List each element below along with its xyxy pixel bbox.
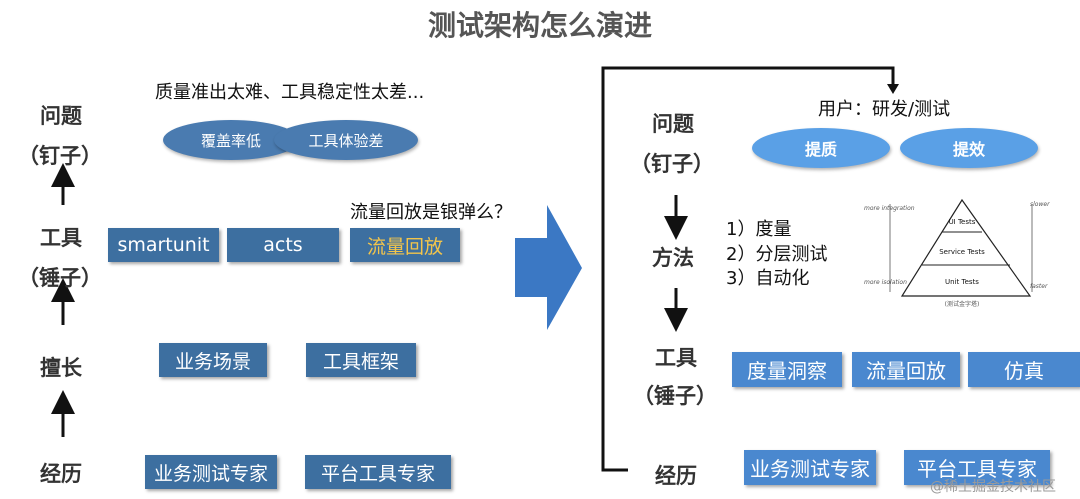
tool-box-smartunit: smartunit (108, 228, 219, 262)
watermark: @稀土掘金技术社区 (930, 479, 1056, 495)
experience-box-platform-expert: 平台工具专家 (305, 455, 451, 489)
left-strength-label: 擅长 (40, 356, 82, 380)
right-method-label: 方法 (652, 246, 694, 270)
strength-box-framework: 工具框架 (306, 343, 416, 377)
pyramid-level-service: Service Tests (939, 248, 985, 256)
bracket-line (601, 66, 895, 472)
right-hammer-label: （锤子） (633, 384, 717, 408)
right-experience-label: 经历 (655, 464, 697, 488)
pyramid-level-ui: UI Tests (949, 218, 976, 226)
left-question: 流量回放是银弹么？ (350, 202, 512, 223)
right-nail-label: （钉子） (630, 152, 714, 176)
experience-box-business-expert: 业务测试专家 (145, 455, 277, 489)
ellipse-efficiency: 提效 (900, 128, 1038, 168)
method-item-automation: 3）自动化 (726, 268, 810, 289)
page-title: 测试架构怎么演进 (427, 9, 652, 42)
pyramid-label-more-isolation: more isolation (864, 279, 907, 286)
pyramid-level-unit: Unit Tests (945, 278, 979, 286)
big-transition-arrow (515, 205, 582, 330)
left-problem-label: 问题 (40, 104, 82, 128)
strength-box-business: 业务场景 (159, 343, 267, 377)
experience-box-platform-expert-right: 平台工具专家 (904, 450, 1050, 485)
users-note: 用户：研发/测试 (818, 99, 951, 120)
right-problem-label: 问题 (652, 112, 694, 136)
pyramid-caption: (测试金字塔) (945, 300, 980, 308)
right-tool-label: 工具 (655, 346, 697, 370)
experience-box-business-expert-right: 业务测试专家 (744, 450, 876, 485)
left-tool-label: 工具 (40, 226, 82, 250)
pyramid-label-slower: slower (1030, 201, 1050, 208)
pyramid-label-more-integration: more integration (864, 205, 915, 212)
tool-box-acts: acts (227, 228, 339, 262)
test-pyramid: UI Tests Service Tests Unit Tests more i… (864, 198, 1050, 308)
left-experience-label: 经历 (40, 462, 82, 486)
method-item-layered-testing: 2）分层测试 (726, 244, 828, 265)
tool-box-metrics-insight: 度量洞察 (732, 352, 842, 387)
tool-box-simulation: 仿真 (968, 352, 1080, 387)
ellipse-tool-experience: 工具体验差 (274, 120, 418, 160)
left-nail-label: （钉子） (18, 144, 102, 168)
ellipse-quality: 提质 (752, 128, 890, 168)
pyramid-label-faster: faster (1030, 283, 1048, 290)
left-problem-note: 质量准出太难、工具稳定性太差... (155, 82, 425, 103)
left-hammer-label: （锤子） (18, 266, 102, 290)
method-item-metrics: 1）度量 (726, 219, 792, 240)
tool-box-traffic-replay-right: 流量回放 (852, 352, 960, 387)
tool-box-traffic-replay: 流量回放 (350, 228, 460, 262)
